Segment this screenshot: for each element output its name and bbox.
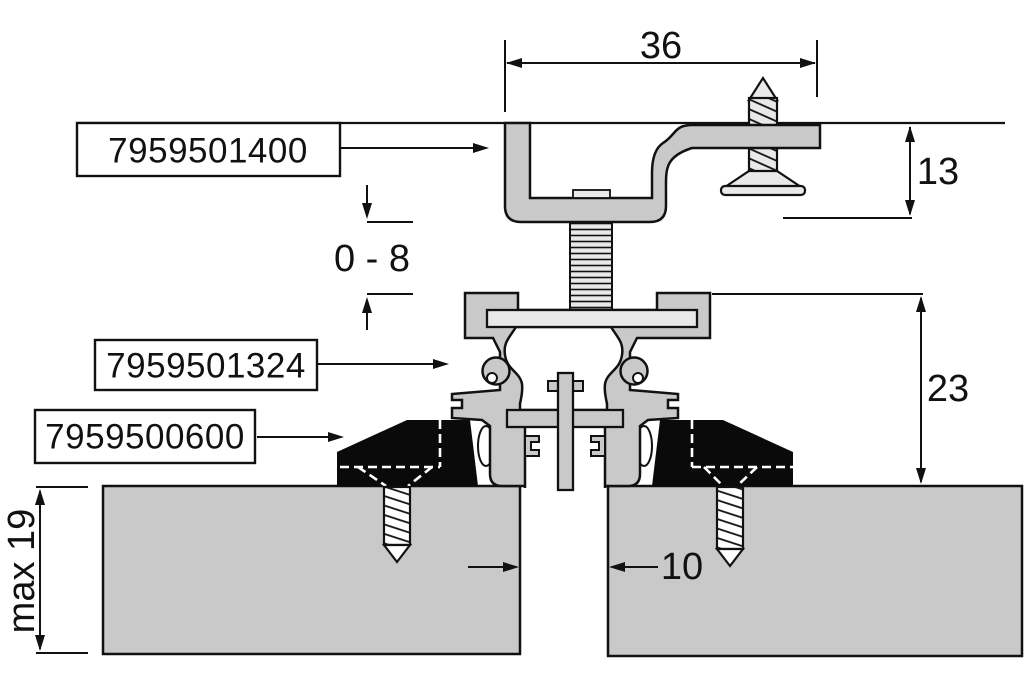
arrowhead [35, 635, 45, 651]
dimension-profile-height: 23 [712, 293, 969, 484]
arrowhead [503, 562, 519, 572]
upper-screw-tip [746, 75, 780, 102]
dimension-value-23: 23 [927, 368, 969, 410]
dimension-value-max19: max 19 [1, 509, 43, 634]
cavity-tooth-right [590, 435, 606, 457]
profile-centre-stem [556, 371, 575, 492]
arrowhead [916, 296, 926, 312]
top-bracket-profile [503, 121, 822, 224]
dimension-value-0-8: 0 - 8 [334, 238, 410, 280]
clamping-plate [485, 308, 699, 329]
wedge-dashed-marks-right [690, 420, 793, 487]
dimension-max-depth: max 19 [1, 486, 88, 654]
threaded-rod [569, 222, 613, 316]
lower-screw-right [714, 485, 746, 568]
anchor-wedge-right [652, 420, 793, 486]
substrate-block-left [101, 484, 522, 656]
upper-screw-head-base [719, 184, 807, 197]
part-label-7959501324: 7959501324 [93, 338, 449, 392]
arrowhead [916, 468, 926, 484]
substrate-block-right [606, 484, 1024, 658]
part-label-7959500600: 7959500600 [33, 408, 344, 465]
arrowhead [905, 126, 915, 142]
profile-horn-left-notch [486, 372, 498, 384]
part-number-text: 7959501400 [108, 132, 308, 171]
arrowhead [35, 489, 45, 505]
part-number-text: 7959500600 [45, 418, 245, 457]
dimension-value-10: 10 [661, 546, 703, 588]
anchor-wedge-left [337, 420, 478, 486]
arrowhead [800, 58, 816, 68]
arrowhead [362, 203, 372, 219]
bracket-thread-boss [572, 189, 611, 199]
arrowhead [506, 58, 522, 68]
part-label-7959501400: 7959501400 [75, 121, 489, 178]
arrowhead [362, 297, 372, 313]
wedge-dashed-marks-left [340, 420, 442, 488]
upper-screw-head [721, 169, 805, 189]
dimension-top-width: 36 [504, 25, 818, 112]
dimension-value-13: 13 [917, 151, 959, 193]
dimension-value-36: 36 [640, 25, 682, 67]
lower-screw-left [381, 485, 413, 564]
dimension-joint-gap: 10 [468, 546, 703, 588]
dimension-adjust-range: 0 - 8 [334, 185, 413, 330]
profile-horn-right-notch [632, 372, 644, 384]
arrowhead [473, 143, 489, 153]
dimension-bracket-height: 13 [783, 126, 959, 219]
arrowhead [609, 562, 625, 572]
arrowhead [433, 359, 449, 369]
arrowhead [905, 200, 915, 216]
arrowhead [328, 432, 344, 442]
cavity-tooth-left [524, 435, 540, 457]
part-number-text: 7959501324 [106, 347, 306, 386]
